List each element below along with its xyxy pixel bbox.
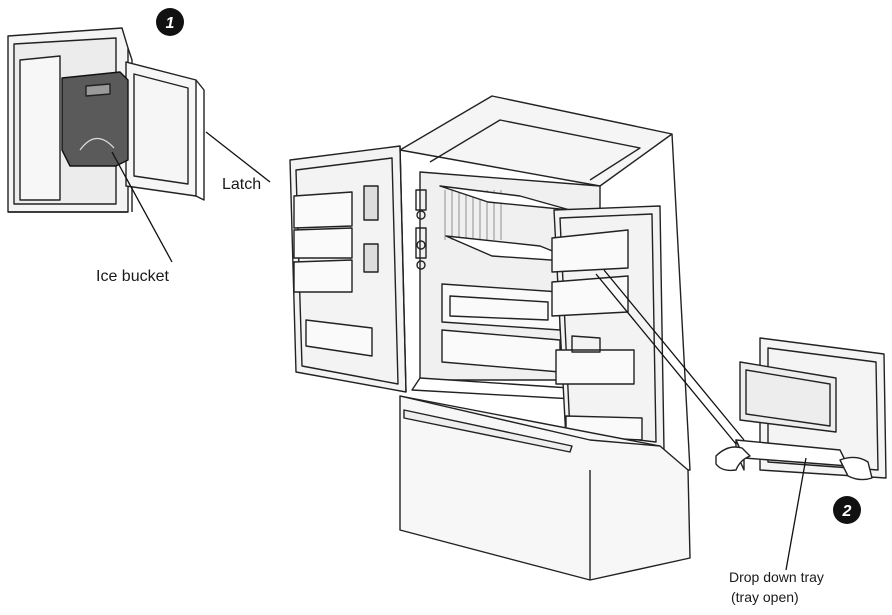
- tray-leader-line-b: [603, 269, 745, 441]
- step-marker-2: 2: [833, 496, 861, 524]
- leader-lines: [111, 131, 807, 571]
- step-marker-1-number: 1: [166, 15, 175, 32]
- latch-label: Latch: [222, 176, 262, 193]
- ice-bucket-leader-line: [111, 151, 173, 263]
- inset-drop-down-tray: [715, 337, 887, 481]
- inset-ice-bucket-door: [7, 27, 205, 213]
- latch-leader-line: [205, 131, 271, 183]
- tray-open-label: (tray open): [731, 589, 799, 605]
- step-marker-1: 1: [156, 8, 184, 36]
- drop-down-tray-leader-line: [785, 457, 807, 571]
- ice-bucket-shape: [61, 71, 129, 167]
- tray-leader-line-a: [595, 273, 737, 445]
- step-marker-2-number: 2: [842, 503, 852, 520]
- ice-bucket-label: Ice bucket: [96, 268, 169, 285]
- refrigerator-illustration: [289, 95, 691, 581]
- drop-down-tray-label: Drop down tray: [729, 569, 824, 585]
